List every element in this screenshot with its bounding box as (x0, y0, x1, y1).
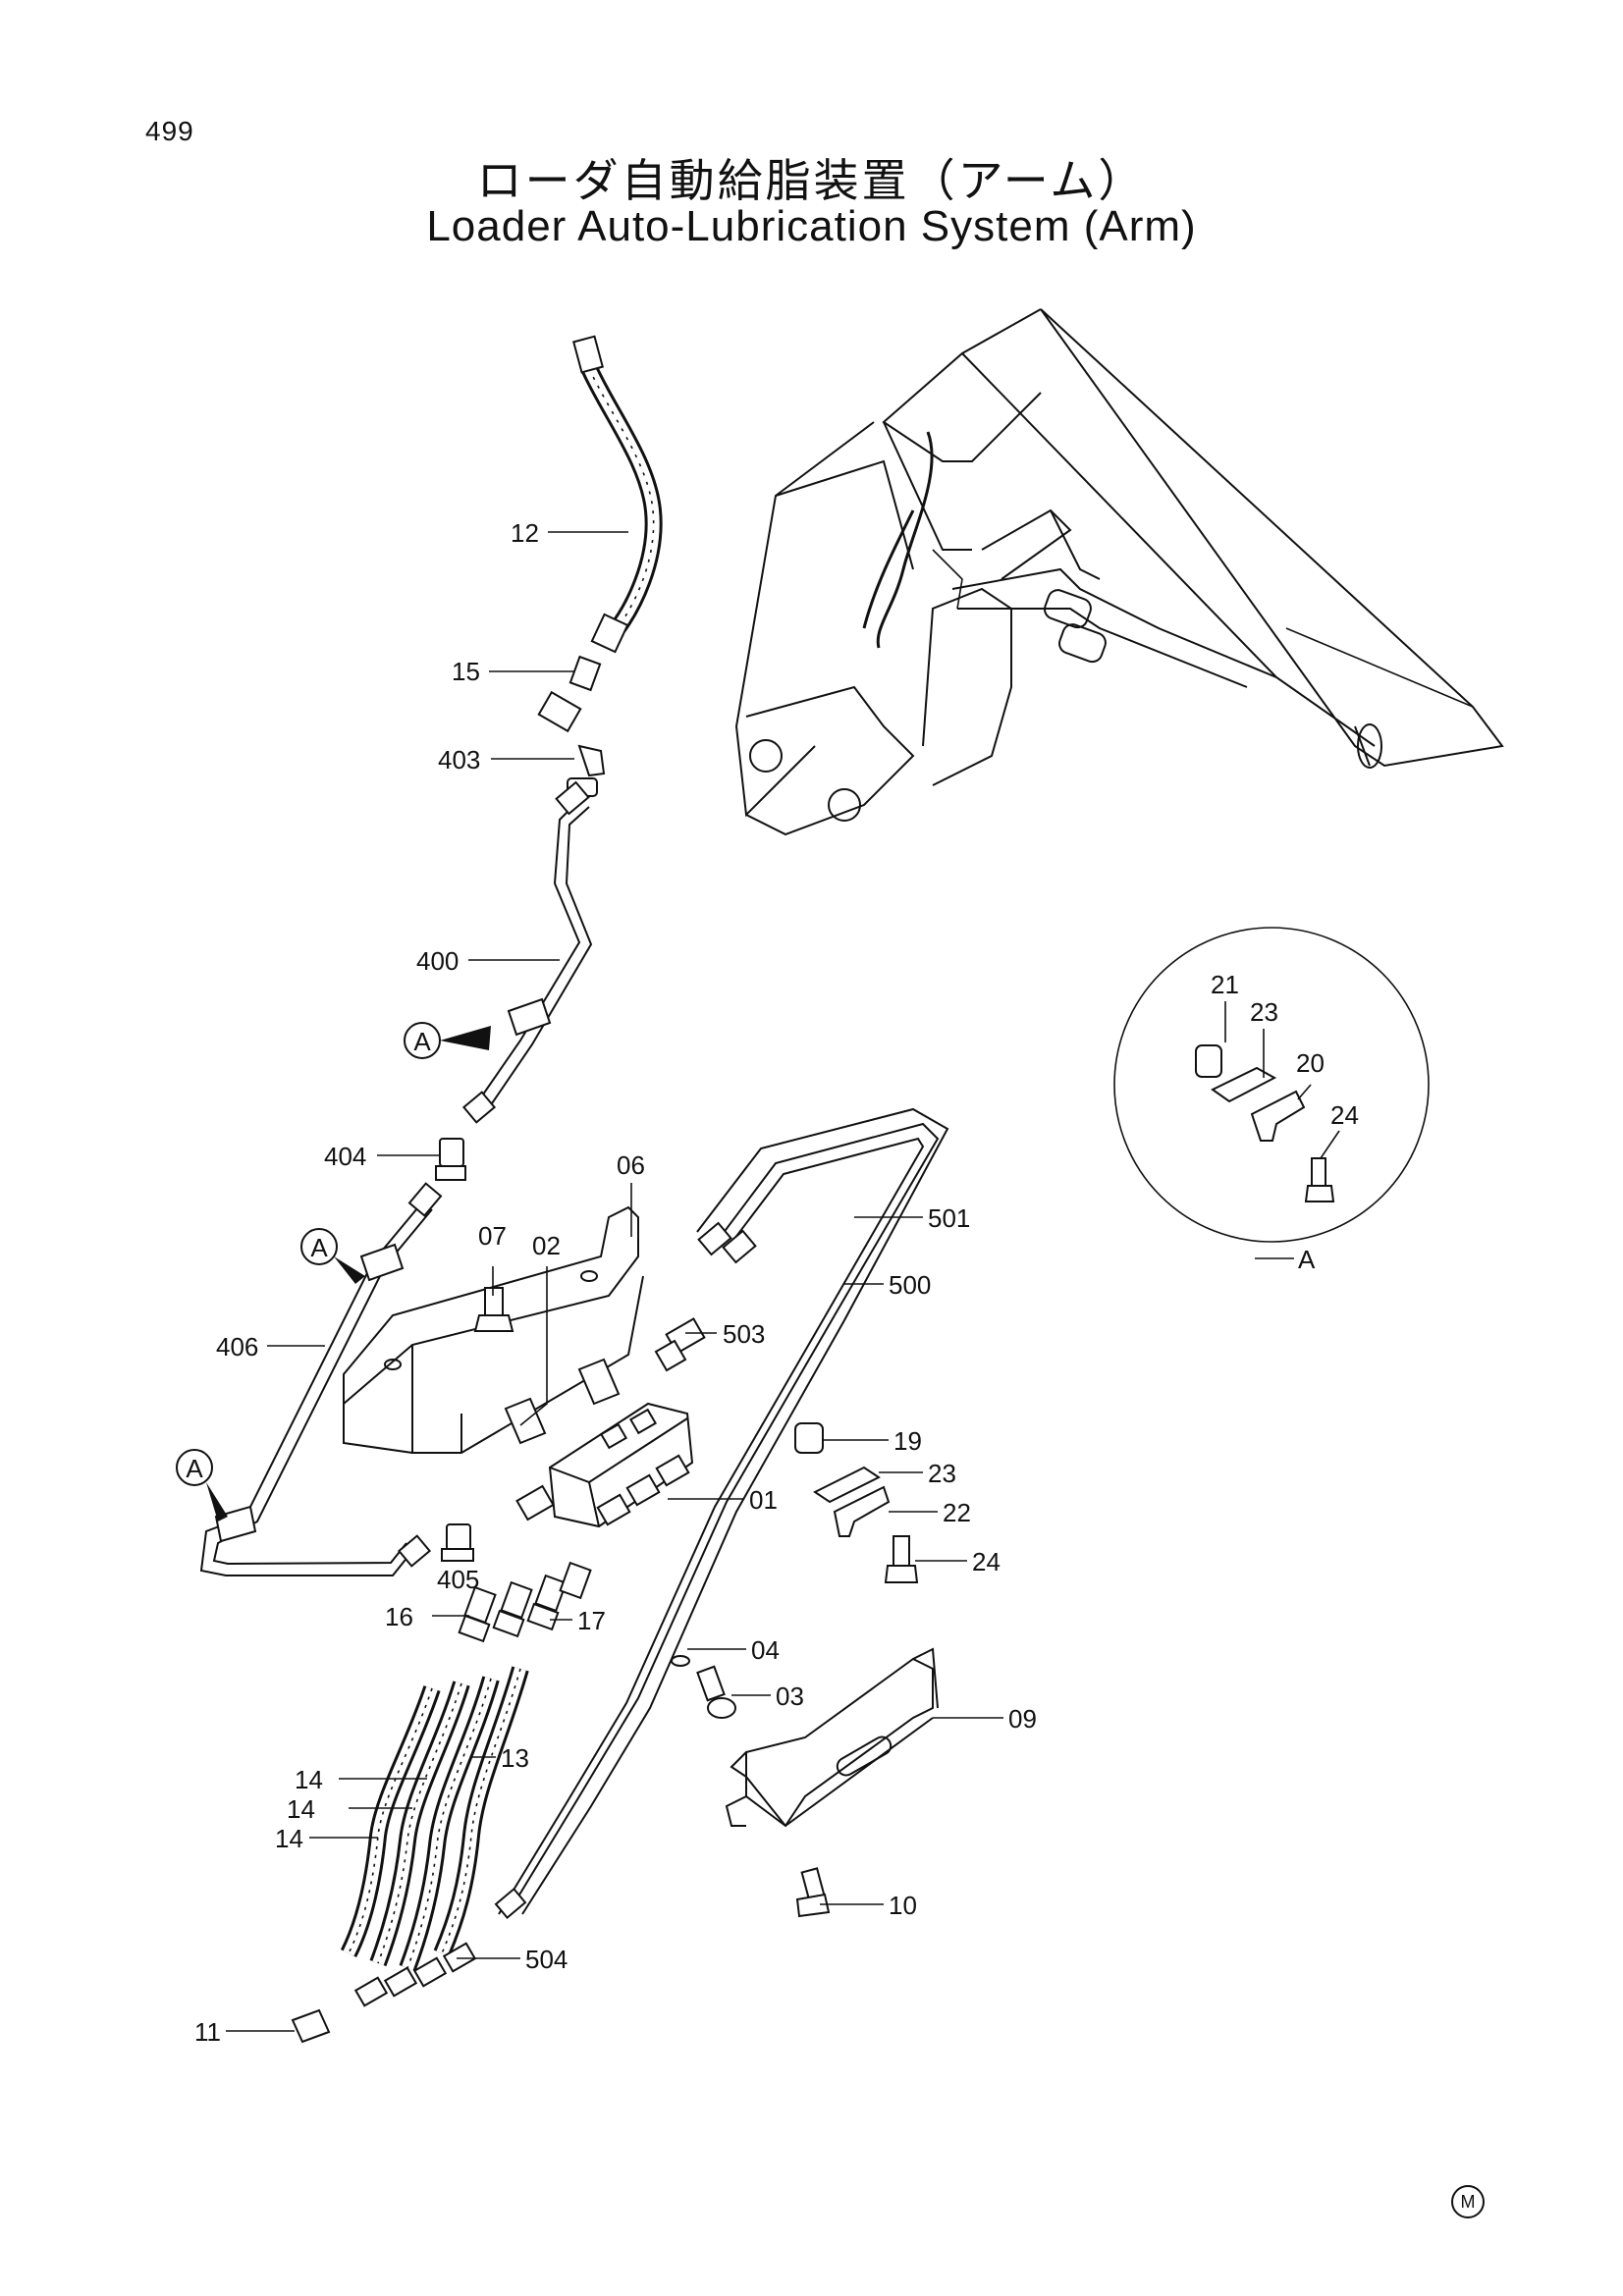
detail-view-label: A (1298, 1245, 1316, 1274)
callout-06: 06 (617, 1150, 645, 1180)
detail-callout-20: 20 (1296, 1048, 1325, 1078)
callout-04: 04 (751, 1635, 780, 1665)
callout-15: 15 (452, 657, 480, 686)
callout-14-a: 14 (295, 1765, 323, 1794)
callout-504: 504 (525, 1945, 568, 1974)
loader-arm-illustration (734, 308, 1504, 836)
fittings-504-11 (291, 1942, 477, 2044)
leader-lines (226, 531, 1340, 2032)
callout-16: 16 (385, 1602, 413, 1631)
bolt-07 (473, 1287, 514, 1332)
callout-01: 01 (749, 1485, 778, 1515)
pipe-400 (461, 780, 593, 1124)
callout-17: 17 (577, 1606, 606, 1635)
callout-501: 501 (928, 1203, 970, 1233)
bracket-06 (343, 1205, 644, 1454)
callout-14-c: 14 (275, 1824, 303, 1853)
callout-labels: 12 15 403 400 404 406 07 02 06 501 500 5… (194, 518, 1359, 2047)
view-marker-a-2-label: A (310, 1233, 328, 1262)
fitting-15 (537, 655, 602, 733)
callout-22: 22 (943, 1498, 971, 1527)
callout-13: 13 (501, 1743, 529, 1773)
detail-view-a (1113, 927, 1430, 1243)
fitting-404 (435, 1138, 466, 1181)
callout-405: 405 (437, 1565, 479, 1594)
plate-02 (504, 1358, 621, 1445)
washer-04 (671, 1655, 690, 1667)
callout-14-b: 14 (287, 1794, 315, 1824)
callout-500: 500 (889, 1270, 931, 1300)
page-number: 499 (145, 116, 194, 146)
pipe-406 (199, 1182, 443, 1576)
callout-19: 19 (893, 1426, 922, 1456)
hose-12 (572, 335, 663, 654)
clamp-set (794, 1422, 919, 1583)
hoses-13-14 (340, 1666, 529, 1972)
callout-24: 24 (972, 1547, 1001, 1576)
bolt-10 (795, 1867, 831, 1918)
callout-400: 400 (416, 946, 459, 976)
callout-503: 503 (723, 1319, 765, 1349)
bolt-03 (696, 1665, 736, 1719)
fitting-405 (441, 1523, 474, 1562)
callout-10: 10 (889, 1891, 917, 1920)
callout-404: 404 (324, 1142, 366, 1171)
fittings-16-17 (458, 1561, 592, 1643)
fitting-503 (654, 1317, 706, 1372)
view-marker-a-1: A (404, 1022, 491, 1059)
view-marker-a-2: A (300, 1228, 365, 1284)
page-title-english: Loader Auto-Lubrication System (Arm) (426, 202, 1197, 250)
manufacturer-mark: M (1451, 2185, 1485, 2218)
callout-03: 03 (776, 1682, 804, 1711)
detail-callout-24: 24 (1330, 1100, 1359, 1130)
detail-callout-21: 21 (1211, 970, 1239, 999)
callout-09: 09 (1008, 1704, 1037, 1734)
callout-403: 403 (438, 745, 480, 774)
callout-406: 406 (216, 1332, 258, 1362)
callout-02: 02 (532, 1231, 561, 1260)
view-marker-a-1-label: A (413, 1027, 431, 1056)
view-marker-a-3: A (176, 1449, 228, 1522)
distributor-block-01 (515, 1402, 694, 1528)
page-title-japanese: ローダ自動給脂装置（アーム） (476, 155, 1147, 206)
pipes-500-501 (494, 1107, 949, 1920)
callout-07: 07 (478, 1221, 507, 1251)
callout-12: 12 (511, 518, 539, 548)
detail-callout-23: 23 (1250, 997, 1278, 1027)
bracket-09 (725, 1647, 939, 1828)
callout-23: 23 (928, 1459, 956, 1488)
view-marker-a-3-label: A (186, 1454, 203, 1483)
callout-11: 11 (194, 2017, 221, 2047)
